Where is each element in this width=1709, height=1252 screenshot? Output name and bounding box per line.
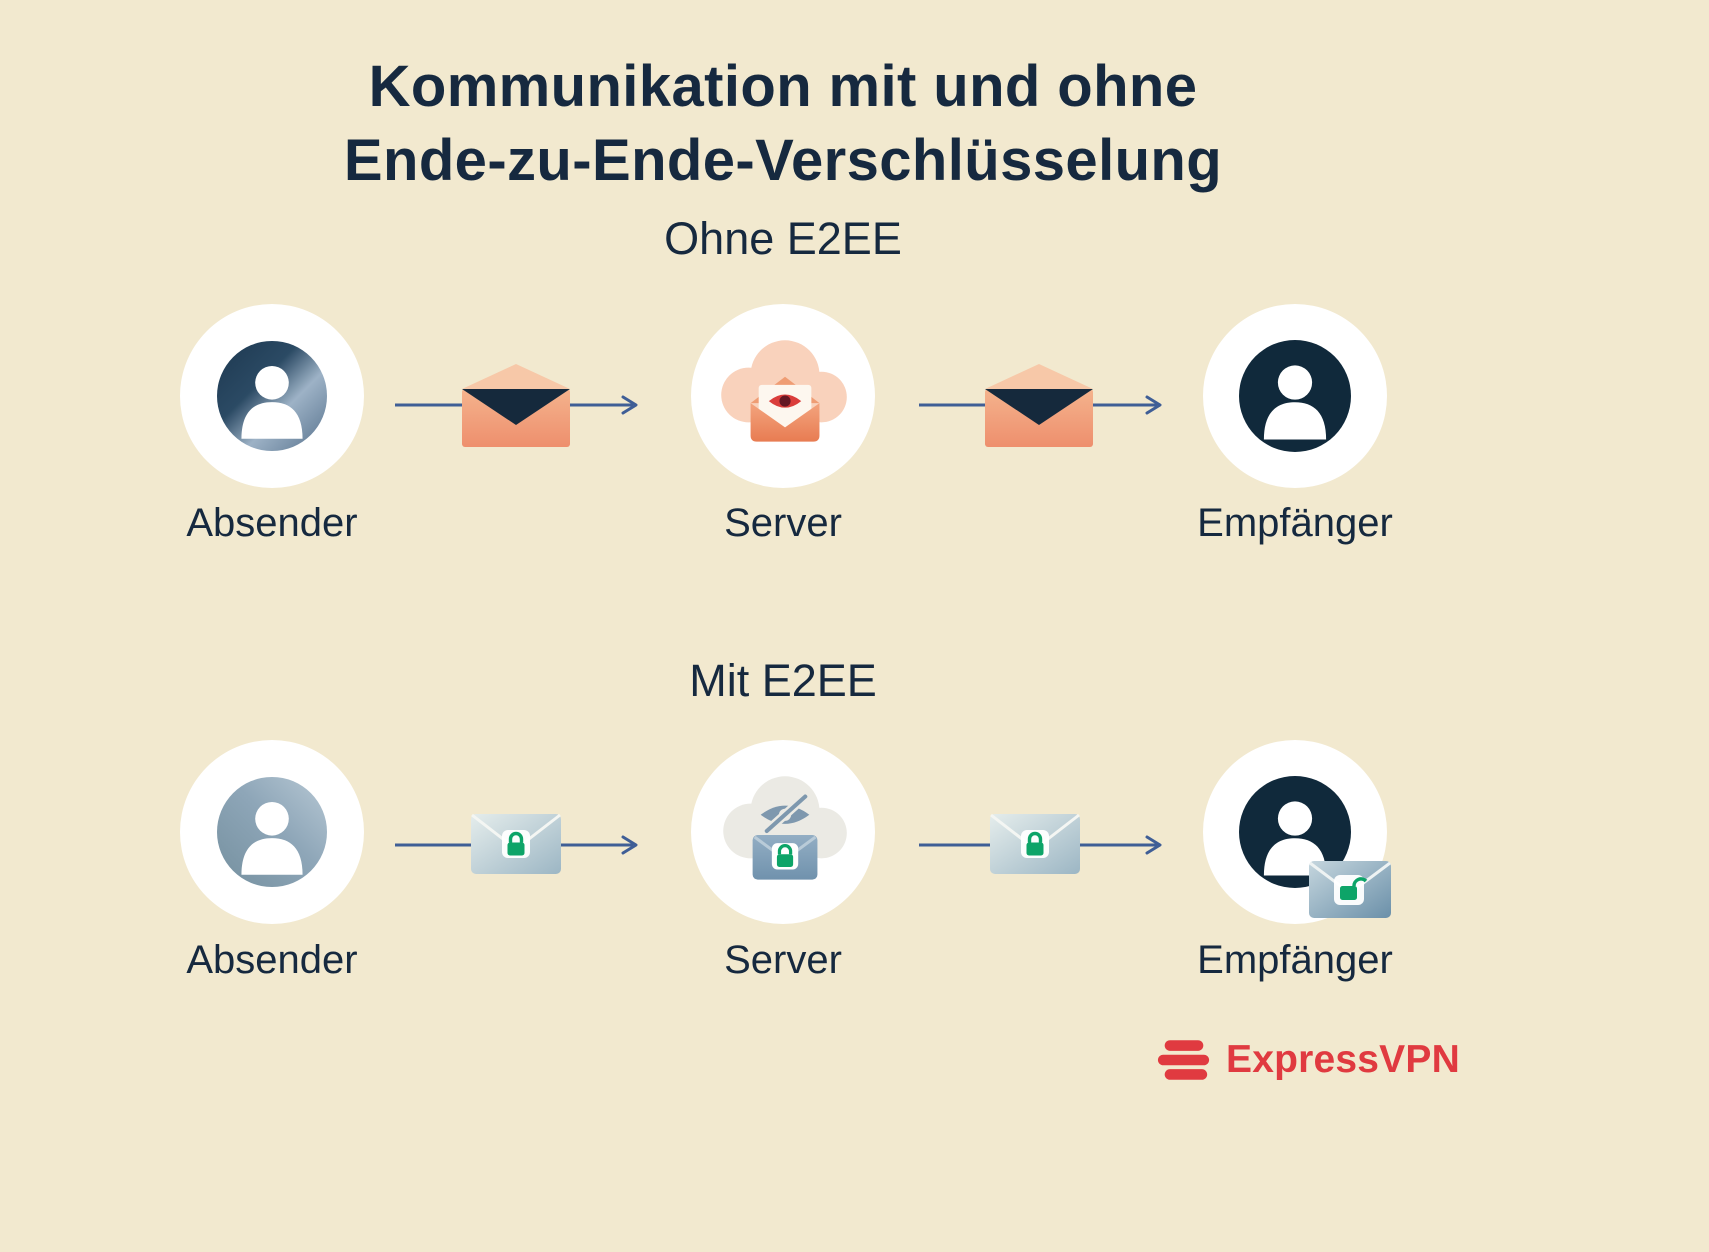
page-title-line1: Kommunikation mit und ohne <box>368 54 1198 119</box>
recipient-avatar-icon <box>1239 340 1351 452</box>
section-with-e2ee: Mit E2EE <box>0 655 1709 1015</box>
section-without-e2ee: Ohne E2EE <box>0 213 1709 573</box>
section-heading-ohne-e2ee: Ohne E2EE <box>664 213 902 264</box>
sender-avatar-icon <box>217 341 327 451</box>
node-label: Empfänger <box>1197 938 1393 982</box>
open-envelope-icon <box>462 364 570 447</box>
sender-avatar-icon <box>217 777 327 887</box>
expressvpn-logo-icon <box>1157 1040 1210 1080</box>
node-recipient <box>1203 304 1387 488</box>
locked-envelope-icon <box>471 813 561 874</box>
brand-name: ExpressVPN <box>1226 1038 1460 1081</box>
node-server <box>691 740 875 924</box>
open-envelope-icon <box>985 364 1093 447</box>
node-label: Empfänger <box>1197 501 1393 545</box>
recipient-avatar-icon <box>1239 776 1351 888</box>
page-title-line2: Ende-zu-Ende-Verschlüsselung <box>343 128 1223 194</box>
cloud-server-hidden-eye-locked-mail-icon <box>723 776 847 880</box>
node-label: Absender <box>186 938 358 982</box>
page-title: Kommunikation mit und ohne Ende-zu-Ende-… <box>0 50 1566 198</box>
unlocked-envelope-icon <box>1309 861 1391 918</box>
brand-logo: ExpressVPN <box>1156 1038 1460 1082</box>
locked-envelope-icon <box>990 813 1080 874</box>
cloud-server-opened-mail-eye-icon <box>721 340 847 442</box>
node-label: Server <box>724 938 842 982</box>
node-label: Server <box>724 501 842 545</box>
node-sender <box>180 740 364 924</box>
section-heading-mit-e2ee: Mit E2EE <box>689 655 877 706</box>
node-label: Absender <box>186 501 358 545</box>
hidden-eye-icon <box>760 793 810 835</box>
node-sender <box>180 304 364 488</box>
node-server <box>691 304 875 488</box>
